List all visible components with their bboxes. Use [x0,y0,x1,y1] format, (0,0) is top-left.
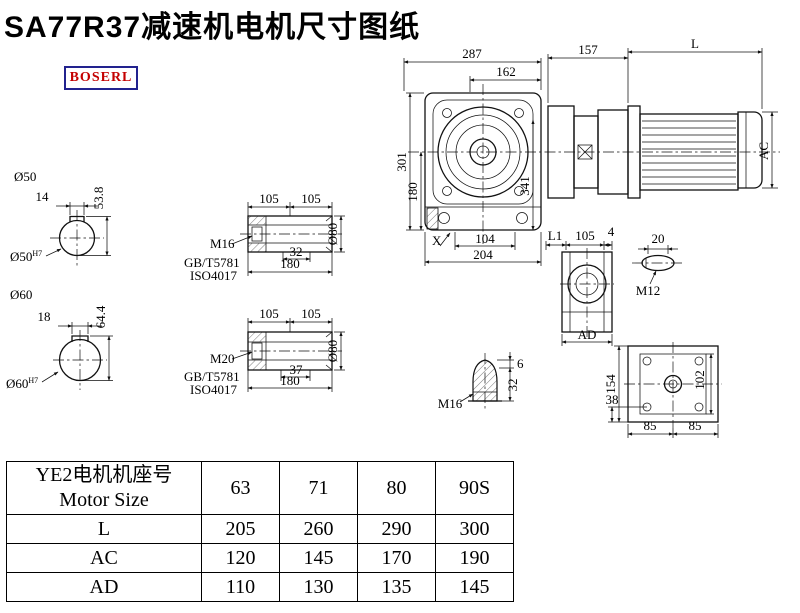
dim-AD: AD [578,327,597,342]
pin-m12-view: 20 M12 [632,231,684,298]
header-cn: YE2电机机座号 [35,464,173,486]
label-std-gb5781-a: GB/T5781 [184,255,240,270]
breather-plug-view: 6 32 M16 [438,352,524,411]
col-header-71: 71 [279,461,358,515]
dim-341: 341 [517,176,532,196]
label-thread-m12: M12 [636,283,661,298]
dim-d80-b: Ø80 [325,340,340,362]
shaft-50-end-view: Ø50 14 53.8 Ø50H7 [10,169,111,266]
shaft-bushing-detail-m16: 105 105 M16 GB/T5781 ISO4017 32 180 Ø80 [184,191,345,283]
dim-102: 102 [692,370,707,390]
dim-105-a: 105 [259,191,279,206]
label-thread-m20: M20 [210,351,235,366]
dim-6: 6 [517,356,524,371]
dim-motor-length-L: L [691,36,699,51]
dim-104: 104 [475,231,495,246]
table-row-AD: AD 110 130 135 145 [6,572,514,602]
label-std-iso4017-b: ISO4017 [190,382,237,397]
cell-L-80: 290 [357,514,436,544]
dim-key-height-53-8: 53.8 [91,187,106,210]
gearbox-side-view: L1 105 4 AD [545,224,615,346]
page-title: SA77R37减速机电机尺寸图纸 [4,11,421,44]
dim-180-detail-a: 180 [280,256,300,271]
dim-32: 32 [290,244,303,259]
dim-105-c: 105 [259,306,279,321]
brand-logo-text: BOSERL [69,70,133,85]
cell-AD-63: 110 [201,572,280,602]
table-header-motor-size: YE2电机机座号 Motor Size [6,461,202,515]
col-header-80: 80 [357,461,436,515]
shaft-60-end-view: Ø60 18 64.4 Ø60H7 [6,287,113,391]
main-assembly-view: 287 162 157 L 301 180 341 AC X 104 204 [394,36,780,266]
technical-drawing: 287 162 157 L 301 180 341 AC X 104 204 Ø… [6,36,780,438]
col-header-90s: 90S [435,461,514,515]
dim-key-width-18: 18 [38,309,51,324]
cell-AC-90s: 190 [435,543,514,573]
row-label-L: L [6,514,202,544]
cell-L-71: 260 [279,514,358,544]
label-bore-d50h7: Ø50H7 [10,249,42,264]
label-shaft-d60: Ø60 [10,287,32,302]
dim-180-detail-b: 180 [280,373,300,388]
dim-X-marker: X [432,233,442,248]
dim-85-a: 85 [644,418,657,433]
label-shaft-d50: Ø50 [14,169,36,184]
dim-key-height-64-4: 64.4 [93,305,108,328]
cell-AC-71: 145 [279,543,358,573]
cell-AC-80: 170 [357,543,436,573]
cell-L-90s: 300 [435,514,514,544]
brand-logo: BOSERL [64,66,138,90]
dim-287: 287 [462,46,482,61]
row-label-AC: AC [6,543,202,573]
label-std-iso4017-a: ISO4017 [190,268,237,283]
dim-157: 157 [578,42,598,57]
cell-L-63: 205 [201,514,280,544]
dim-32-plug: 32 [505,379,520,392]
dim-105-side: 105 [575,228,595,243]
mounting-face-bottom-view: 154 102 38 85 85 [603,342,722,438]
table-row-L: L 205 260 290 300 [6,514,514,544]
dim-4: 4 [608,224,615,239]
dim-20: 20 [652,231,665,246]
col-header-63: 63 [201,461,280,515]
label-thread-m16-plug: M16 [438,396,463,411]
cell-AD-90s: 145 [435,572,514,602]
cell-AD-80: 135 [357,572,436,602]
header-en: Motor Size [59,489,149,511]
dim-key-width-14: 14 [36,189,50,204]
label-bore-d60h7: Ø60H7 [6,376,38,391]
dim-301: 301 [394,152,409,172]
label-thread-m16: M16 [210,236,235,251]
dim-162: 162 [496,64,516,79]
dim-d80-a: Ø80 [325,223,340,245]
dim-204: 204 [473,247,493,262]
motor-size-table: YE2电机机座号 Motor Size 63 71 80 90S L 205 2… [6,461,514,602]
dim-L1: L1 [548,228,562,243]
row-label-AD: AD [6,572,202,602]
dim-motor-dia-AC: AC [756,142,771,160]
table-row-AC: AC 120 145 170 190 [6,543,514,573]
dim-38: 38 [606,392,619,407]
dim-154: 154 [603,374,618,394]
dim-180-main: 180 [405,182,420,202]
cell-AC-63: 120 [201,543,280,573]
dim-37: 37 [290,362,304,377]
table-header-row: YE2电机机座号 Motor Size 63 71 80 90S [6,461,514,515]
dim-105-b: 105 [301,191,321,206]
label-std-gb5781-b: GB/T5781 [184,369,240,384]
dim-85-b: 85 [689,418,702,433]
shaft-bushing-detail-m20: 105 105 M20 GB/T5781 ISO4017 37 180 Ø80 [184,306,345,397]
cell-AD-71: 130 [279,572,358,602]
dim-105-d: 105 [301,306,321,321]
